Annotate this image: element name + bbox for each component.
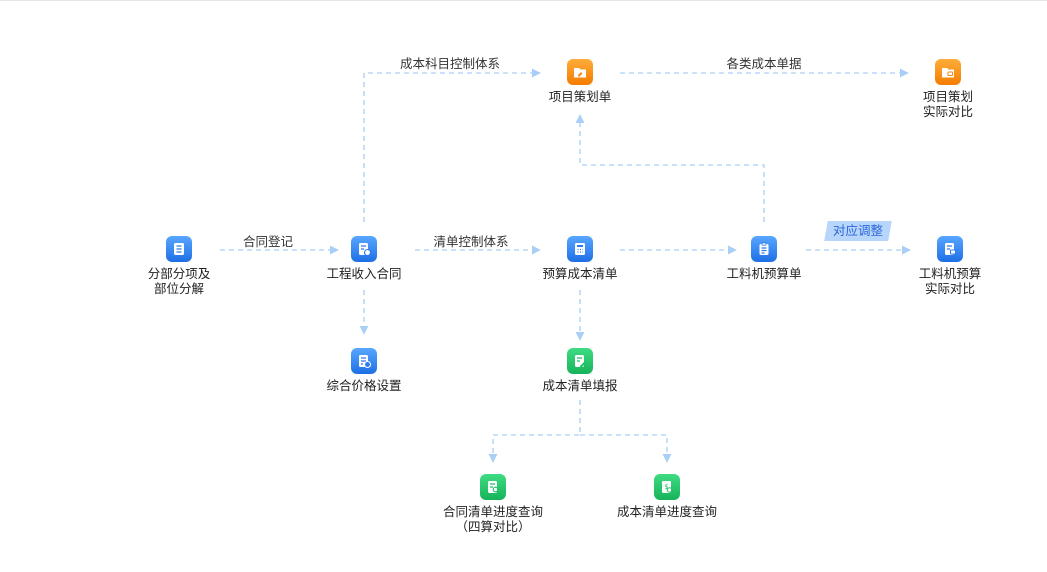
node-zonghe[interactable]: 综合价格设置 xyxy=(309,348,419,394)
compare-doc-icon xyxy=(937,236,963,262)
edge-tianbao-split xyxy=(488,400,581,463)
node-hetong-jindu[interactable]: 合同清单进度查询 （四算对比） xyxy=(428,474,558,535)
edge-label-hetong-dengji: 合同登记 xyxy=(242,235,294,249)
node-gongcheng[interactable]: 工程收入合同 xyxy=(309,236,419,282)
fill-report-icon xyxy=(567,348,593,374)
top-divider xyxy=(0,0,1047,1)
edge-label-qingdan-tixi: 清单控制体系 xyxy=(433,235,509,249)
node-label: 成本清单进度查询 xyxy=(616,505,717,519)
plan-folder-icon xyxy=(567,59,593,85)
contract-search-icon xyxy=(480,474,506,500)
node-fenbu[interactable]: 分部分项及 部位分解 xyxy=(124,236,234,297)
node-label: 项目策划 实际对比 xyxy=(922,90,973,119)
svg-text:$: $ xyxy=(664,483,668,491)
node-label: 综合价格设置 xyxy=(326,379,402,393)
node-xiangmu-dui[interactable]: 项目策划 实际对比 xyxy=(893,59,1003,120)
node-label: 工料机预算单 xyxy=(726,267,802,281)
edge-gongcheng-xiangmu xyxy=(363,68,541,222)
edge-label-kemu-tixi: 成本科目控制体系 xyxy=(399,57,501,71)
node-label: 工程收入合同 xyxy=(326,267,402,281)
node-label: 预算成本清单 xyxy=(542,267,618,281)
adjust-tag[interactable]: 对应调整 xyxy=(824,221,892,241)
node-label: 分部分项及 部位分解 xyxy=(147,267,211,296)
node-label: 项目策划单 xyxy=(548,90,612,104)
price-setting-icon xyxy=(351,348,377,374)
adjust-tag-label: 对应调整 xyxy=(832,224,883,238)
edge-tianbao-chengben xyxy=(580,434,672,463)
node-chengben-jindu[interactable]: $ 成本清单进度查询 xyxy=(602,474,732,520)
node-yusuan[interactable]: 预算成本清单 xyxy=(525,236,635,282)
node-gongliaoji-dui[interactable]: 工料机预算 实际对比 xyxy=(895,236,1005,297)
node-xiangmu[interactable]: 项目策划单 xyxy=(525,59,635,105)
edge-gongliaoji-xiangmu xyxy=(575,114,765,222)
list-doc-icon xyxy=(166,236,192,262)
node-label: 成本清单填报 xyxy=(542,379,618,393)
node-gongliaoji[interactable]: 工料机预算单 xyxy=(709,236,819,282)
calculator-icon xyxy=(567,236,593,262)
node-tianbao[interactable]: 成本清单填报 xyxy=(525,348,635,394)
node-label: 工料机预算 实际对比 xyxy=(918,267,982,296)
contract-icon xyxy=(351,236,377,262)
edge-label-gelei-danju: 各类成本单据 xyxy=(726,57,802,71)
budget-doc-icon xyxy=(751,236,777,262)
compare-folder-icon xyxy=(935,59,961,85)
node-label: 合同清单进度查询 （四算对比） xyxy=(442,505,543,534)
cost-search-icon: $ xyxy=(654,474,680,500)
